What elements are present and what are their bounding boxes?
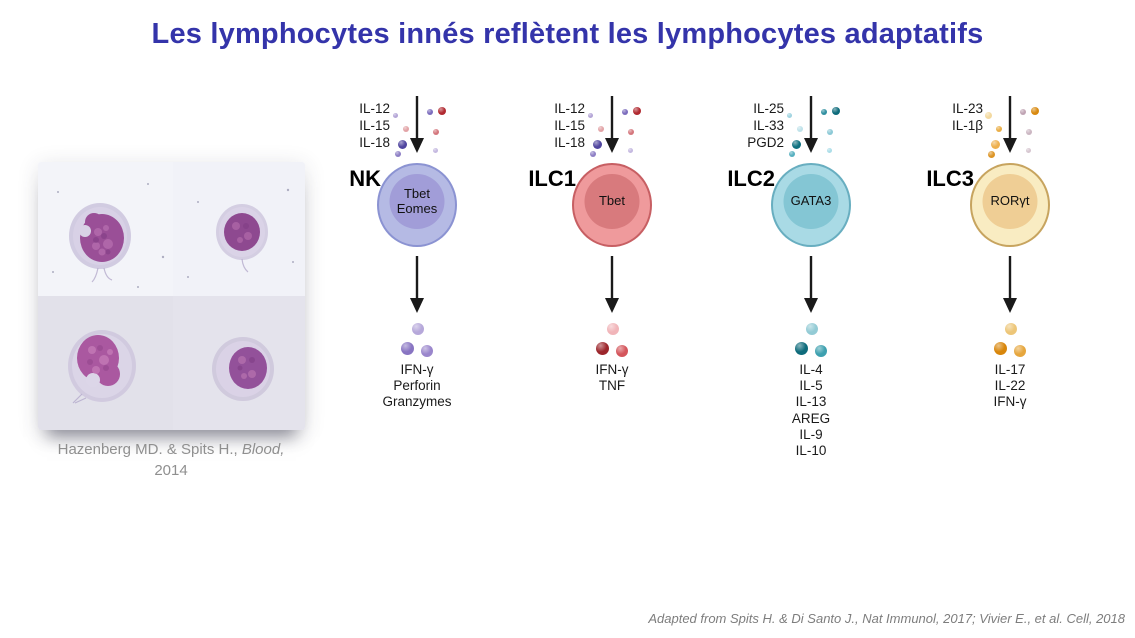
arrow-down-icon [1003,256,1017,313]
cytokine-dot [627,147,633,153]
input-cytokines-label: IL-12 IL-15 IL-18 [554,101,585,150]
cytokine-dot [786,112,792,118]
transcription-factors-label: GATA3 [783,174,839,229]
cytokine-dot [397,139,407,149]
cytokine-dot [789,151,795,157]
cytokine-dot [1031,107,1039,115]
cytokine-dot [987,150,995,158]
cytokine-dot [590,151,596,157]
cytokine-dot [433,129,439,135]
arrow-down-icon [410,256,424,313]
cytokine-dot [815,345,827,357]
cell-circle: GATA3 [771,163,851,247]
arrow-down-icon [410,96,424,153]
cytokine-dot [395,151,401,157]
arrow-down-icon [605,96,619,153]
lineage-name: ILC3 [926,166,974,191]
input-cytokines-label: IL-12 IL-15 IL-18 [359,101,390,150]
cell-circle: Tbet [572,163,652,247]
micrograph-cells-graphic [38,162,305,430]
cytokine-dot [427,109,433,115]
cytokine-dot [628,129,634,135]
lineage-column-ilc1: IL-12 IL-15 IL-18 ILC1 Tbet IFN-γ TNF [517,90,707,490]
cytokine-dot [622,109,628,115]
micrograph-caption-journal: Blood, [241,441,285,458]
cytokine-dot [990,139,1000,149]
cytokine-dot [1014,345,1026,357]
cytokine-dot [827,129,833,135]
cytokine-dot [392,112,398,118]
cytokine-dot [421,345,433,357]
lineage-name: ILC2 [727,166,775,191]
output-cytokines-label: IFN-γ Perforin Granzymes [382,362,452,410]
cytokine-dot [1026,129,1032,135]
output-cytokines-label: IL-4 IL-5 IL-13 AREG IL-9 IL-10 [791,362,831,459]
cytokine-dot [806,323,818,335]
arrow-down-icon [804,256,818,313]
cytokine-dot [993,341,1007,355]
cytokine-dot [595,341,609,355]
cytokine-dot [633,107,641,115]
slide-title: Les lymphocytes innés reflètent les lymp… [151,18,984,50]
cytokine-dot [797,126,803,132]
cytokine-dot [791,139,801,149]
cytokine-dot [996,126,1002,132]
cytokine-dot [832,107,840,115]
lineage-column-ilc3: IL-23 IL-1β ILC3 RORγt IL-17 IL-22 IFN-γ [915,90,1105,490]
cytokine-dot [403,126,409,132]
lineage-column-ilc2: IL-25 IL-33 PGD2 ILC2 GATA3 IL-4 IL-5 IL… [716,90,906,490]
transcription-factors-label: Tbet Eomes [389,174,445,229]
cytokine-dot [432,147,438,153]
arrow-down-icon [605,256,619,313]
cytokine-dot [438,107,446,115]
micrograph-caption: Hazenberg MD. & Spits H., Blood, 2014 [18,440,324,481]
output-cytokines-label: IFN-γ TNF [595,362,629,394]
cytokine-dot [821,109,827,115]
micrograph-caption-year: 2014 [154,461,188,479]
input-cytokines-label: IL-23 IL-1β [951,101,983,133]
cytokine-dot [412,323,424,335]
cytokine-dot [794,341,808,355]
arrow-down-icon [1003,96,1017,153]
arrow-down-icon [804,96,818,153]
cytokine-dot [1025,147,1031,153]
lineage-name: ILC1 [528,166,576,191]
cell-circle: RORγt [970,163,1050,247]
input-cytokines-label: IL-25 IL-33 PGD2 [747,101,784,150]
transcription-factors-label: Tbet [584,174,640,229]
transcription-factors-label: RORγt [982,174,1038,229]
cytokine-dot [400,341,414,355]
cytokine-dot [984,111,992,119]
micrograph-image [38,162,305,430]
cytokine-dot [607,323,619,335]
cytokine-dot [616,345,628,357]
output-cytokines-label: IL-17 IL-22 IFN-γ [993,362,1027,410]
cell-circle: Tbet Eomes [377,163,457,247]
cytokine-dot [598,126,604,132]
cytokine-dot [587,112,593,118]
cytokine-dot [1005,323,1017,335]
cytokine-dot [1020,109,1026,115]
lineage-name: NK [349,166,381,191]
cytokine-dot [592,139,602,149]
micrograph-caption-authors: Hazenberg MD. & Spits H., [57,441,242,458]
lineage-column-nk: IL-12 IL-15 IL-18 NK Tbet Eomes IFN-γ Pe… [322,90,512,490]
cytokine-dot [826,147,832,153]
footer-citation: Adapted from Spits H. & Di Santo J., Nat… [648,611,1125,626]
